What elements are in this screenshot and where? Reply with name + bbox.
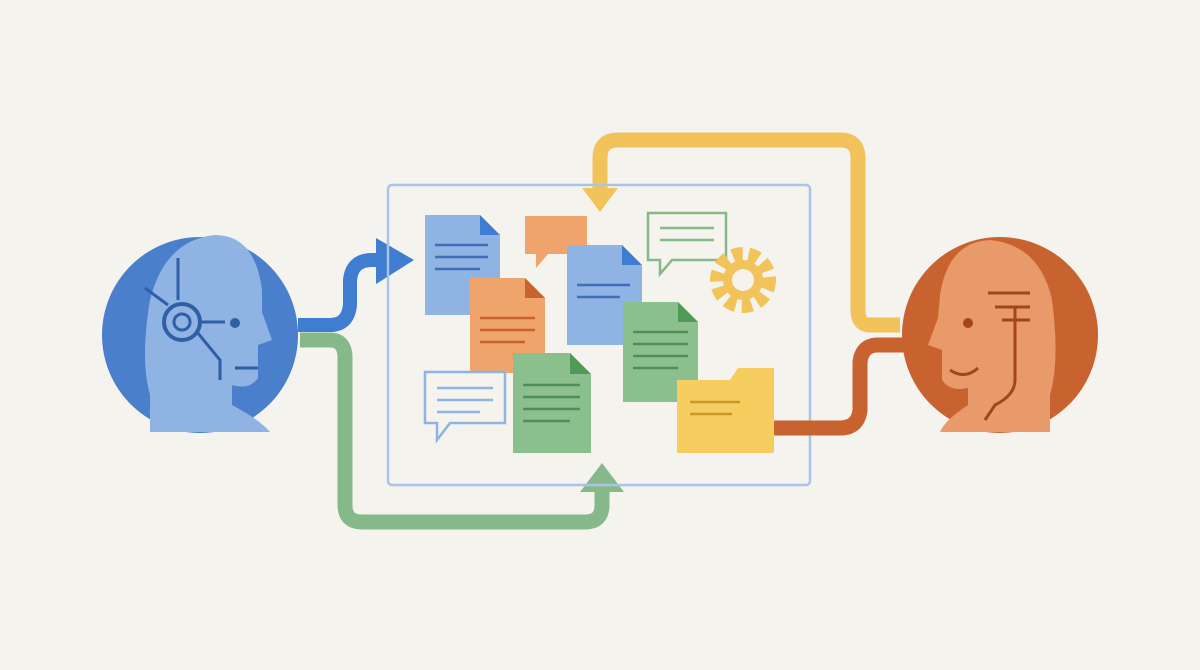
yellow-feedback-arrow	[592, 132, 900, 333]
yellow-arrowhead-icon	[582, 188, 618, 212]
document-icon	[470, 278, 545, 373]
document-icon	[513, 353, 591, 453]
green-arrowhead-icon	[580, 463, 624, 492]
human-head-icon	[902, 237, 1098, 433]
workspace-frame	[386, 183, 812, 487]
speech-bubble-icon	[646, 211, 728, 278]
folder-icon	[677, 368, 774, 453]
green-return-arrow	[300, 332, 610, 530]
blue-arrowhead-icon	[376, 238, 414, 284]
speech-bubble-icon	[423, 370, 507, 444]
orange-human-arrow	[755, 337, 905, 436]
gear-icon	[710, 247, 776, 313]
ai-agent-headset-icon	[102, 235, 298, 433]
speech-bubble-icon	[525, 216, 587, 268]
blue-agent-arrow	[298, 253, 390, 332]
document-icon	[623, 302, 698, 402]
